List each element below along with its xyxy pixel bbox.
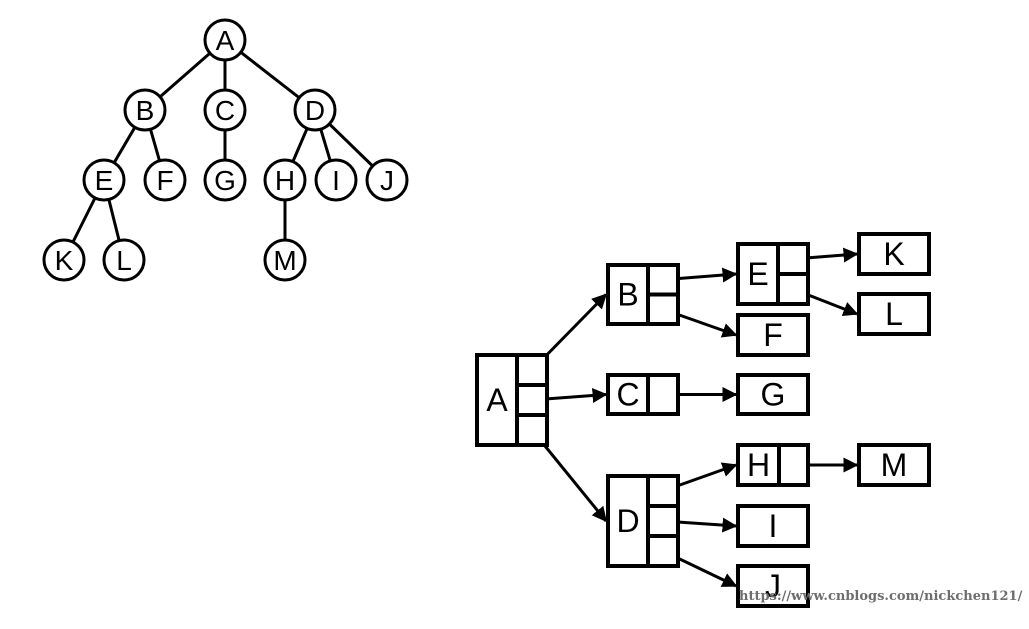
tree-node-circle xyxy=(42,238,86,282)
linked-node-label: E xyxy=(747,256,768,292)
tree-node-label: G xyxy=(214,165,236,196)
linked-node-e: E xyxy=(736,242,810,306)
tree-nodes: A B C D E F G H I J K L M xyxy=(42,18,409,282)
tree-node-label: K xyxy=(55,245,74,276)
linked-node-g: G xyxy=(736,373,810,416)
linked-node-i: I xyxy=(736,504,810,548)
tree-node-circle xyxy=(123,88,167,132)
tree-node-label: M xyxy=(273,245,296,276)
linked-node-k: K xyxy=(857,232,931,276)
linked-node-l: L xyxy=(857,292,931,336)
linked-node-m: M xyxy=(857,443,931,487)
tree-node-j: J xyxy=(365,158,409,202)
tree-node-label: A xyxy=(216,25,235,56)
tree-node-l: L xyxy=(102,238,146,282)
linked-node-box xyxy=(736,504,810,548)
linked-node-label: K xyxy=(883,236,904,272)
linked-node-box xyxy=(736,373,810,416)
tree-node-circle xyxy=(293,88,337,132)
linked-node-label: L xyxy=(885,296,903,332)
tree-node-label: C xyxy=(215,95,235,126)
tree-node-h: H xyxy=(263,158,307,202)
linked-node-box xyxy=(736,313,810,357)
tree-edges xyxy=(62,38,389,261)
tree-node-i: I xyxy=(314,158,358,202)
tree-node-circle xyxy=(203,88,247,132)
linked-node-label: I xyxy=(769,508,778,544)
tree-node-a: A xyxy=(203,18,247,62)
tree-node-e: E xyxy=(82,158,126,202)
tree-node-circle xyxy=(263,158,307,202)
linked-node-j: J xyxy=(736,564,810,608)
linked-node-a: A xyxy=(475,353,549,447)
tree-node-m: M xyxy=(263,238,307,282)
linked-node-label: A xyxy=(486,382,508,418)
linked-node-label: M xyxy=(881,447,908,483)
linked-node-c: C xyxy=(606,373,680,416)
tree-node-circle xyxy=(102,238,146,282)
linked-node-box xyxy=(736,564,810,608)
tree-node-label: L xyxy=(116,245,132,276)
tree-node-circle xyxy=(203,158,247,202)
tree-node-c: C xyxy=(203,88,247,132)
tree-node-d: D xyxy=(293,88,337,132)
tree-node-k: K xyxy=(42,238,86,282)
linked-node-box xyxy=(606,474,680,568)
linked-node-box xyxy=(857,292,931,336)
linked-node-h: H xyxy=(736,443,810,487)
linked-node-box xyxy=(475,353,549,447)
linked-node-label: C xyxy=(616,377,639,413)
linked-node-box xyxy=(857,232,931,276)
tree-node-circle xyxy=(82,158,126,202)
linked-node-box xyxy=(857,443,931,487)
linked-node-f: F xyxy=(736,313,810,357)
tree-node-label: D xyxy=(305,95,325,126)
tree-node-label: B xyxy=(136,95,155,126)
linked-node-box xyxy=(736,443,810,487)
tree-node-b: B xyxy=(123,88,167,132)
linked-node-label: J xyxy=(765,568,781,604)
tree-node-circle xyxy=(143,158,187,202)
tree-node-circle xyxy=(365,158,409,202)
tree-node-circle xyxy=(314,158,358,202)
linked-node-label: H xyxy=(747,447,770,483)
tree-node-circle xyxy=(203,18,247,62)
tree-node-label: I xyxy=(332,165,340,196)
tree-node-label: E xyxy=(95,165,114,196)
tree-node-circle xyxy=(263,238,307,282)
tree-node-label: J xyxy=(380,165,394,196)
tree-node-g: G xyxy=(203,158,247,202)
linked-node-label: B xyxy=(617,277,638,313)
tree-node-label: H xyxy=(275,165,295,196)
tree-node-label: F xyxy=(156,165,173,196)
linked-node-label: G xyxy=(761,377,786,413)
linked-node-d: D xyxy=(606,474,680,568)
tree-node-f: F xyxy=(143,158,187,202)
linked-node-b: B xyxy=(606,263,680,326)
linked-node-label: D xyxy=(616,503,639,539)
linked-node-label: F xyxy=(763,317,783,353)
linked-node-box xyxy=(606,373,680,416)
watermark-text: https://www.cnblogs.com/nickchen121/ xyxy=(739,589,1023,604)
